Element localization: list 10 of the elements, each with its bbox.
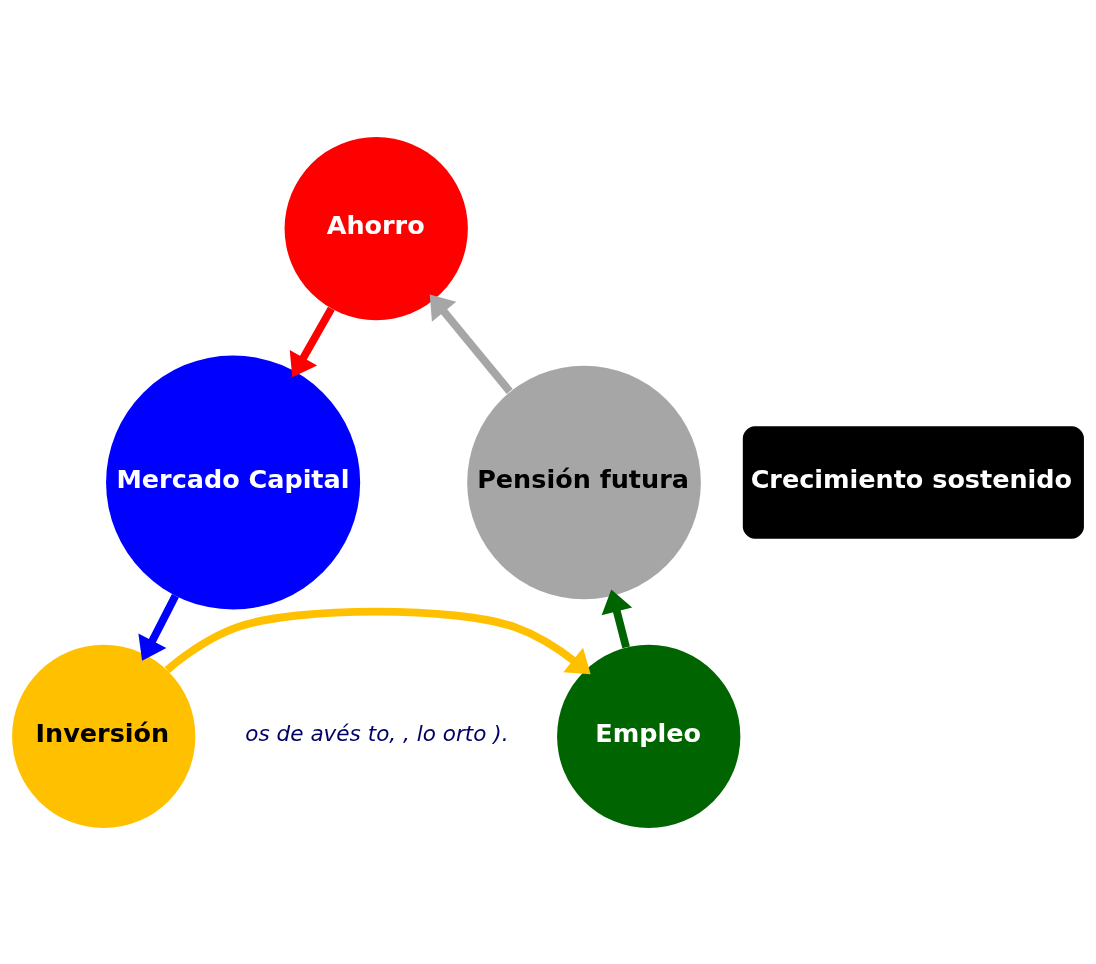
- node-circle: Pensión futura: [467, 365, 701, 599]
- arrow: [429, 293, 513, 394]
- arrow: [138, 593, 179, 661]
- arrow: [289, 306, 335, 377]
- arrow: [164, 607, 591, 674]
- node-box: Crecimiento sostenido: [742, 425, 1084, 539]
- label: os de avés to, , lo orto ).: [245, 720, 509, 746]
- arrow: [601, 589, 633, 648]
- node-circle: Mercado Capital: [106, 354, 361, 610]
- node-circle: Inversión: [12, 644, 196, 828]
